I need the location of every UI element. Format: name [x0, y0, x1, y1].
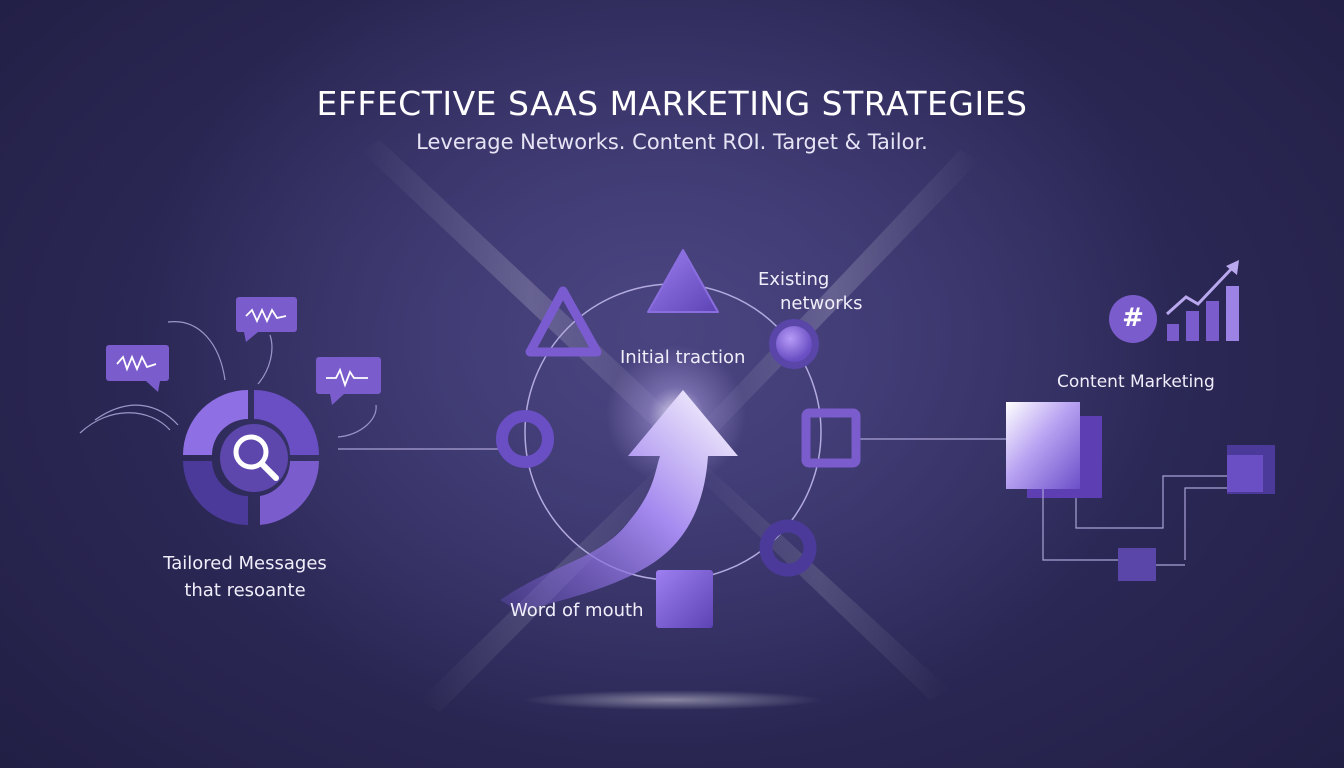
page-subtitle: Leverage Networks. Content ROI. Target &…	[416, 130, 928, 154]
speech-bubble-icon	[236, 297, 297, 342]
hashtag-symbol: #	[1122, 303, 1144, 333]
triangle-outline-icon	[525, 286, 602, 357]
label-existing-line2: networks	[780, 293, 863, 314]
label-word-of-mouth: Word of mouth	[510, 600, 644, 621]
label-tailored-line1: Tailored Messages	[163, 553, 327, 574]
label-content-marketing: Content Marketing	[1057, 372, 1215, 392]
label-initial-traction: Initial traction	[620, 347, 746, 368]
triangle-filled-icon	[647, 249, 719, 313]
content-blocks	[1006, 402, 1275, 581]
ring-node-left-icon	[496, 410, 554, 468]
square-outline-node-icon	[801, 408, 861, 468]
square-filled-node-icon	[656, 570, 713, 628]
orb-node-icon	[769, 319, 819, 369]
label-existing-networks: Existing networks	[758, 268, 862, 316]
bar-growth-chart-icon	[1165, 260, 1239, 341]
label-tailored-line2: that resoante	[184, 580, 306, 601]
signal-arcs	[79, 321, 377, 438]
hashtag-badge-icon	[1109, 295, 1157, 343]
label-existing-line1: Existing	[758, 269, 830, 290]
content-connector-lines	[1042, 475, 1227, 566]
tailored-messages-donut	[183, 390, 319, 525]
floor-glow	[522, 690, 822, 710]
growth-arrow-icon	[500, 390, 738, 612]
speech-bubble-icon	[106, 345, 169, 392]
label-tailored-messages: Tailored Messages that resoante	[150, 550, 340, 604]
speech-bubble-icon	[316, 357, 381, 405]
ring-node-bottom-icon	[759, 519, 817, 577]
page-title: EFFECTIVE SAAS MARKETING STRATEGIES	[316, 84, 1028, 123]
magnifier-icon	[233, 434, 279, 481]
